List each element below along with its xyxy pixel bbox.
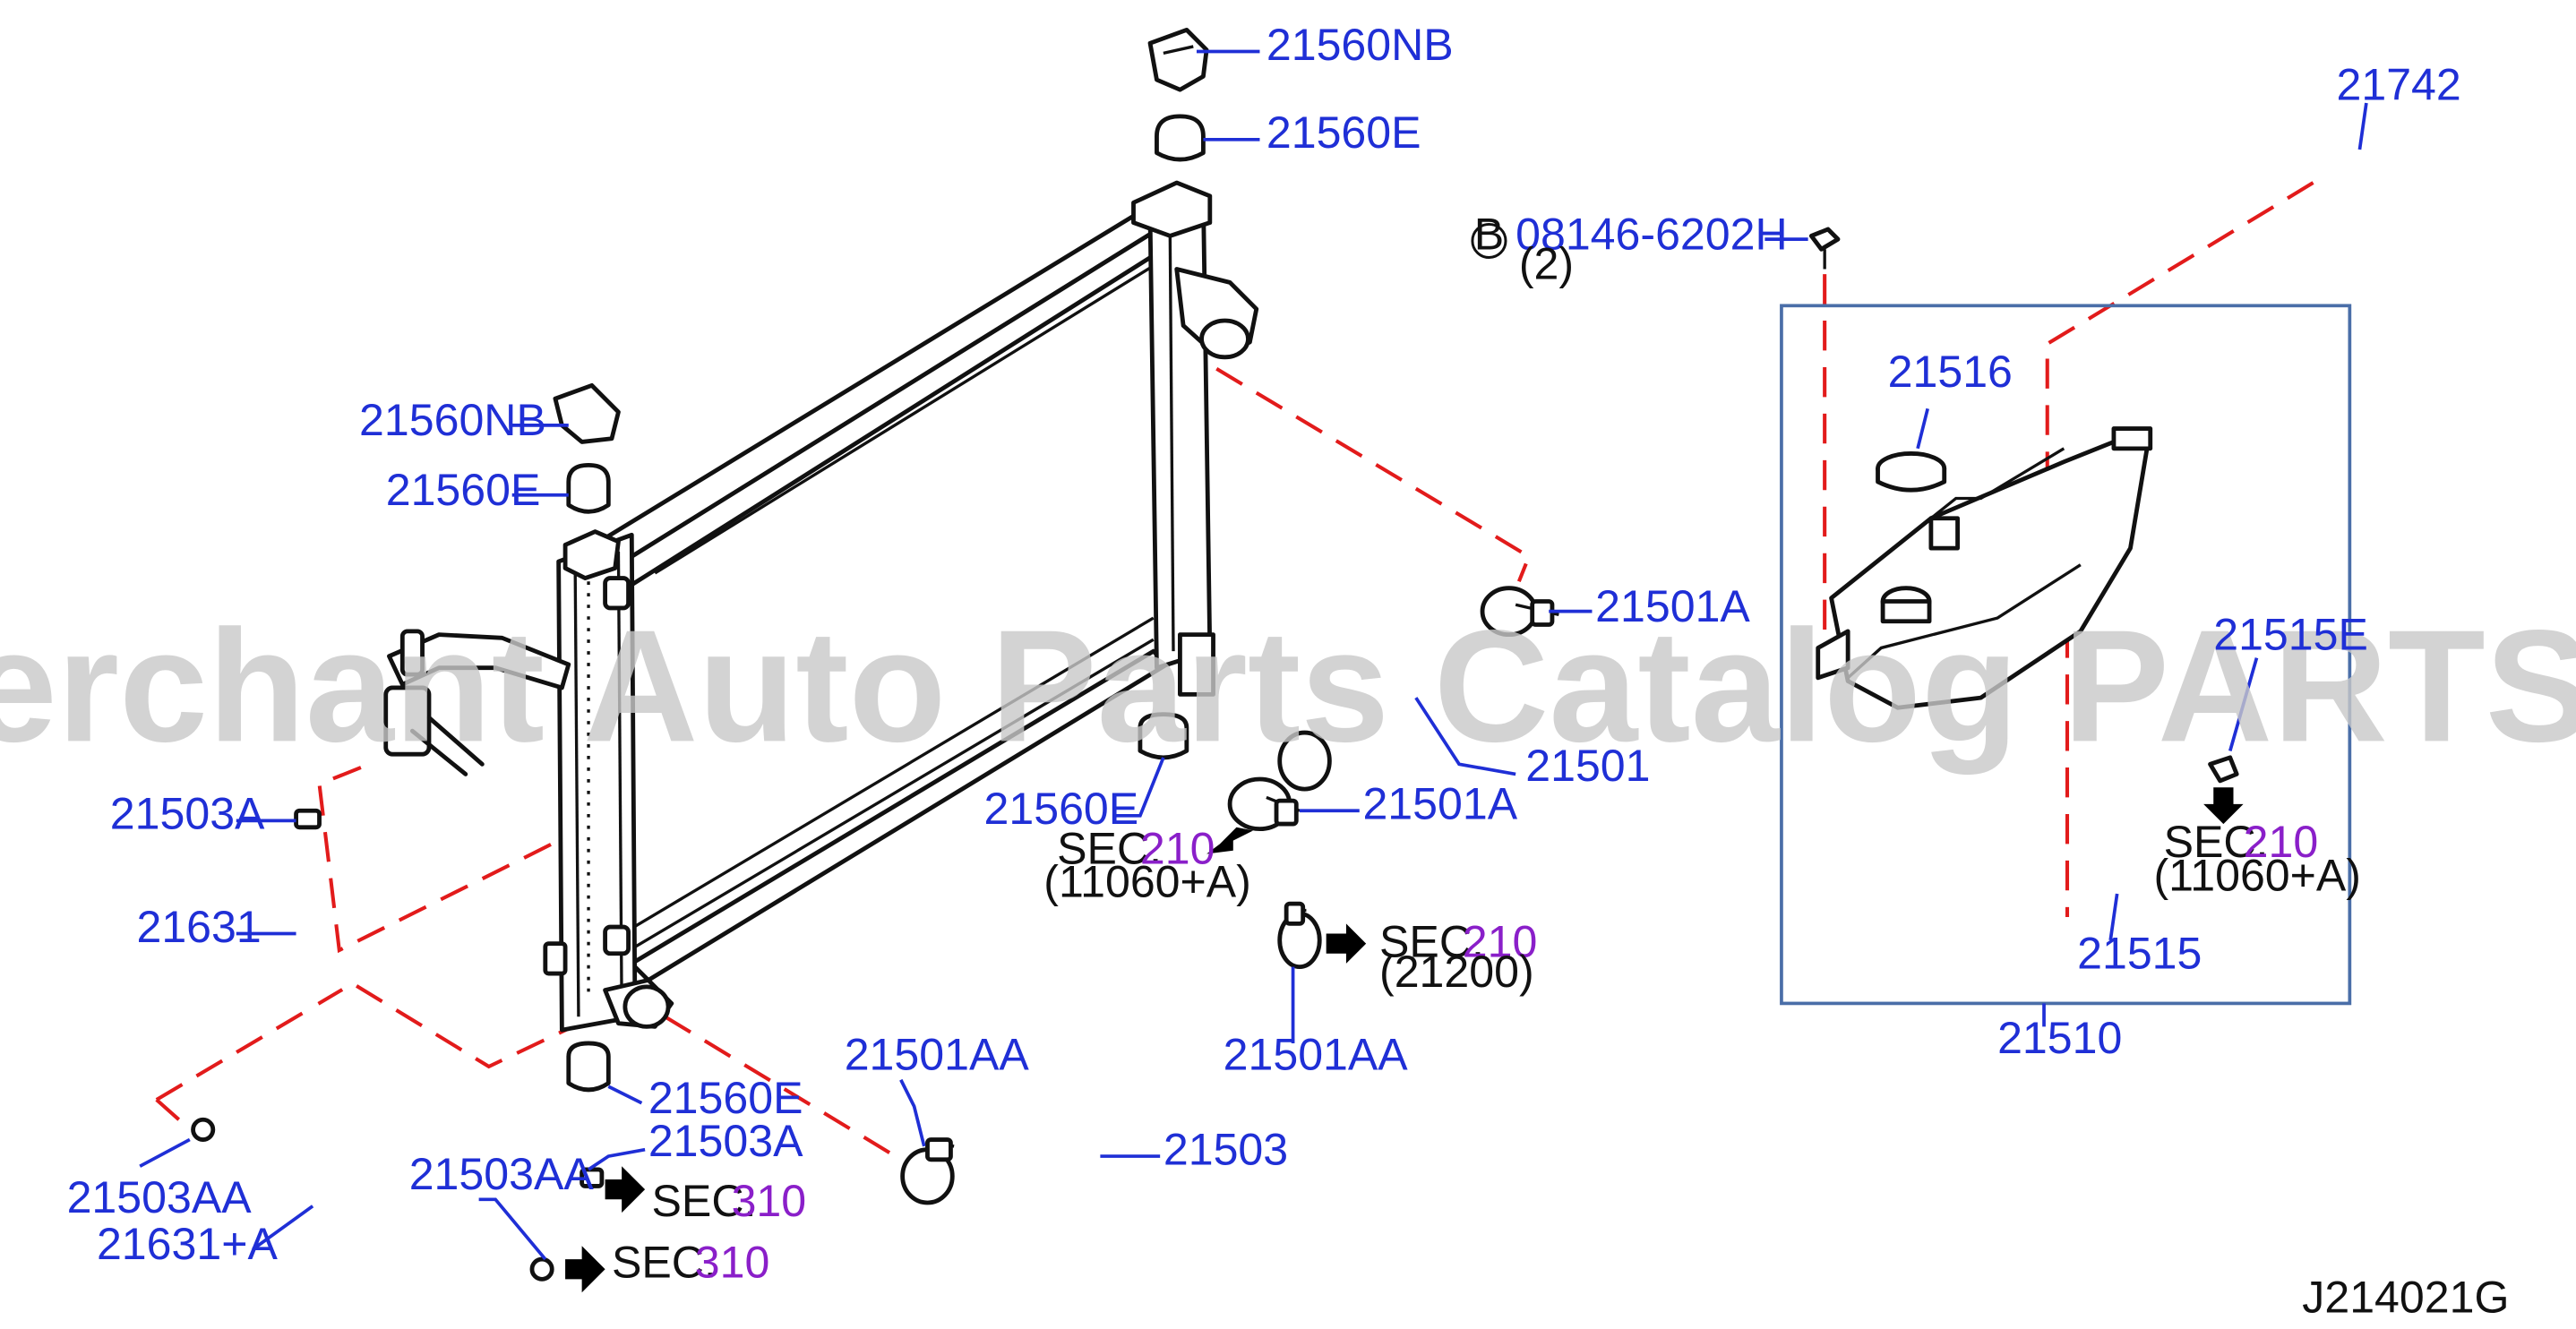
reservoir-cap[interactable]	[1876, 451, 1947, 493]
lower-mount-rubber-mid[interactable]	[1138, 712, 1189, 760]
svg-text:(11060+A): (11060+A)	[2153, 850, 2361, 900]
label-21560nb-top[interactable]: 21560NB	[1267, 20, 1454, 70]
label-21515e[interactable]: 21515E	[2213, 609, 2368, 659]
label-21631[interactable]: 21631	[136, 902, 261, 952]
section-ref-3[interactable]: SEC. 210 (11060+A)	[2153, 817, 2361, 900]
water-hose-21631[interactable]	[294, 808, 605, 1188]
overflow-pipe-21742[interactable]	[2310, 153, 2423, 548]
reservoir-assembly-frame	[1780, 304, 2352, 1006]
hose-clamps[interactable]	[925, 599, 1555, 1162]
svg-text:SEC.: SEC.	[652, 1176, 757, 1226]
label-21503a-left[interactable]: 21503A	[110, 789, 265, 839]
bolt-marker: B	[1474, 209, 1504, 259]
svg-text:210: 210	[1463, 916, 1538, 966]
label-21560e-bottom[interactable]: 21560E	[648, 1073, 803, 1123]
label-21560nb-left[interactable]: 21560NB	[359, 395, 546, 445]
svg-text:310: 310	[695, 1237, 770, 1287]
watermark: Offers Merchant Auto Parts Catalog PARTS…	[0, 596, 2576, 775]
label-21503aa-bottom[interactable]: 21503AA	[409, 1149, 595, 1199]
lower-mount-rubber-bottom[interactable]	[566, 1041, 611, 1093]
arrow-sec210-b	[1326, 923, 1367, 964]
label-21516[interactable]: 21516	[1888, 347, 2013, 397]
arrow-sec310-a	[605, 1166, 646, 1213]
upper-mount-bracket-top[interactable]	[1147, 27, 1209, 92]
guide-lines	[155, 181, 2314, 1162]
reservoir-tank[interactable]	[1816, 426, 2153, 710]
reservoir-hose-21515e[interactable]	[2206, 707, 2239, 784]
arrow-sec310-b	[565, 1246, 605, 1293]
label-21501aa-left[interactable]: 21501AA	[845, 1030, 1030, 1080]
section-references: SEC. 210 (11060+A) SEC. 210 (21200) SEC.…	[612, 817, 2361, 1287]
label-21501a-lower[interactable]: 21501A	[1362, 779, 1517, 829]
section-ref-2[interactable]: SEC. 210 (21200)	[1379, 916, 1537, 996]
section-ref-5[interactable]: SEC. 310	[612, 1237, 769, 1287]
bolt-qty: (2)	[1519, 239, 1574, 289]
svg-text:310: 310	[732, 1176, 807, 1226]
svg-text:SEC.: SEC.	[1379, 916, 1484, 966]
svg-text:SEC.: SEC.	[2164, 817, 2269, 867]
bolt-marker-circle	[1471, 222, 1507, 260]
upper-mount-rubber-top[interactable]	[1155, 114, 1206, 162]
leader-lines	[139, 49, 2368, 1261]
bolt-part-number[interactable]: 08146-6202H	[1516, 209, 1788, 259]
label-21503[interactable]: 21503	[1163, 1124, 1288, 1174]
oil-cooler-fitting[interactable]	[383, 629, 571, 776]
section-ref-1[interactable]: SEC. 210 (11060+A)	[1043, 824, 1251, 907]
upper-mount-rubber-left[interactable]	[566, 462, 611, 514]
svg-text:SEC.: SEC.	[612, 1237, 717, 1287]
label-21631a[interactable]: 21631+A	[97, 1219, 279, 1269]
bolt-callout: B 08146-6202H (2)	[1471, 209, 1788, 289]
section-ref-4[interactable]: SEC. 310	[652, 1176, 807, 1226]
bolt-08146-6202h[interactable]	[1808, 227, 1841, 270]
water-hose-21631a[interactable]	[191, 1117, 554, 1282]
radiator-core[interactable]	[543, 180, 1259, 1033]
reservoir-hose-21515[interactable]	[2070, 690, 2212, 914]
label-21510[interactable]: 21510	[1997, 1013, 2122, 1063]
label-21501a-upper[interactable]: 21501A	[1595, 581, 1750, 631]
label-21501aa-right[interactable]: 21501AA	[1224, 1030, 1409, 1080]
upper-mount-bracket-left[interactable]	[553, 382, 621, 444]
label-21560e-top[interactable]: 21560E	[1267, 107, 1421, 158]
label-21560e-mid[interactable]: 21560E	[984, 784, 1139, 834]
label-21501[interactable]: 21501	[1525, 741, 1650, 791]
part-labels: 21560NB 21560E 21560NB 21560E 21560E 215…	[67, 20, 2461, 1269]
arrow-sec210-a	[1206, 827, 1254, 854]
svg-text:(21200): (21200)	[1379, 947, 1534, 997]
svg-text:210: 210	[2244, 817, 2319, 867]
label-21503aa-left[interactable]: 21503AA	[67, 1172, 253, 1222]
diagram-code: J214021G	[2302, 1272, 2509, 1322]
label-21742[interactable]: 21742	[2337, 59, 2461, 109]
svg-text:SEC.: SEC.	[1057, 824, 1162, 874]
label-21503a-bottom[interactable]: 21503A	[648, 1116, 803, 1166]
label-21515[interactable]: 21515	[2077, 928, 2202, 978]
label-21560e-left[interactable]: 21560E	[386, 465, 541, 515]
svg-text:210: 210	[1140, 824, 1215, 874]
svg-text:(11060+A): (11060+A)	[1043, 857, 1251, 907]
